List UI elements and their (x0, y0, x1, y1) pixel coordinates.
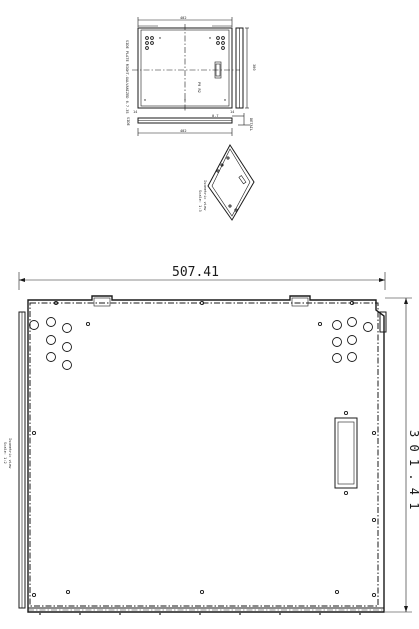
main-width-dim: 507.41 (172, 265, 219, 280)
svg-text:Scale: 1:3: Scale: 1:3 (198, 190, 202, 212)
bottom-edge-ticks (39, 613, 361, 615)
inner-boundary (29, 302, 379, 607)
svg-text:SIDE: SIDE (126, 117, 130, 126)
right-flange (379, 311, 387, 333)
connector-cutout (334, 410, 358, 496)
detail-bottom-dim: 402 (180, 129, 187, 133)
main-plate-outline (27, 295, 385, 613)
detail-width-dim: 402 (180, 16, 187, 20)
svg-text:DETAIL: DETAIL (249, 118, 253, 131)
svg-text:Scale: 1:2: Scale: 1:2 (3, 442, 7, 464)
detail-title-text: SIDE PLATE RIGHT-GALVANIZED 0.7.35 (125, 40, 129, 114)
main-view-group: 507.41 3 0 1 . 4 1 (3, 265, 419, 615)
svg-text:Isometric view: Isometric view (203, 180, 207, 211)
main-view-note: Isometric view (8, 438, 12, 469)
svg-text:0.7: 0.7 (212, 114, 219, 118)
svg-text:14: 14 (230, 110, 234, 114)
detail-isometric-view: Isometric view Scale: 1:3 (198, 144, 255, 221)
detail-height-dim: 300 (252, 64, 256, 71)
svg-text:14: 14 (133, 110, 137, 114)
detail-center-note: P9 R2 (197, 82, 201, 93)
detail-view-group: SIDE PLATE RIGHT-GALVANIZED 0.7.35 402 (125, 16, 256, 221)
main-height-dim: 3 0 1 . 4 1 (407, 430, 419, 509)
left-hole-cluster (29, 300, 91, 370)
right-hole-cluster (317, 300, 373, 363)
